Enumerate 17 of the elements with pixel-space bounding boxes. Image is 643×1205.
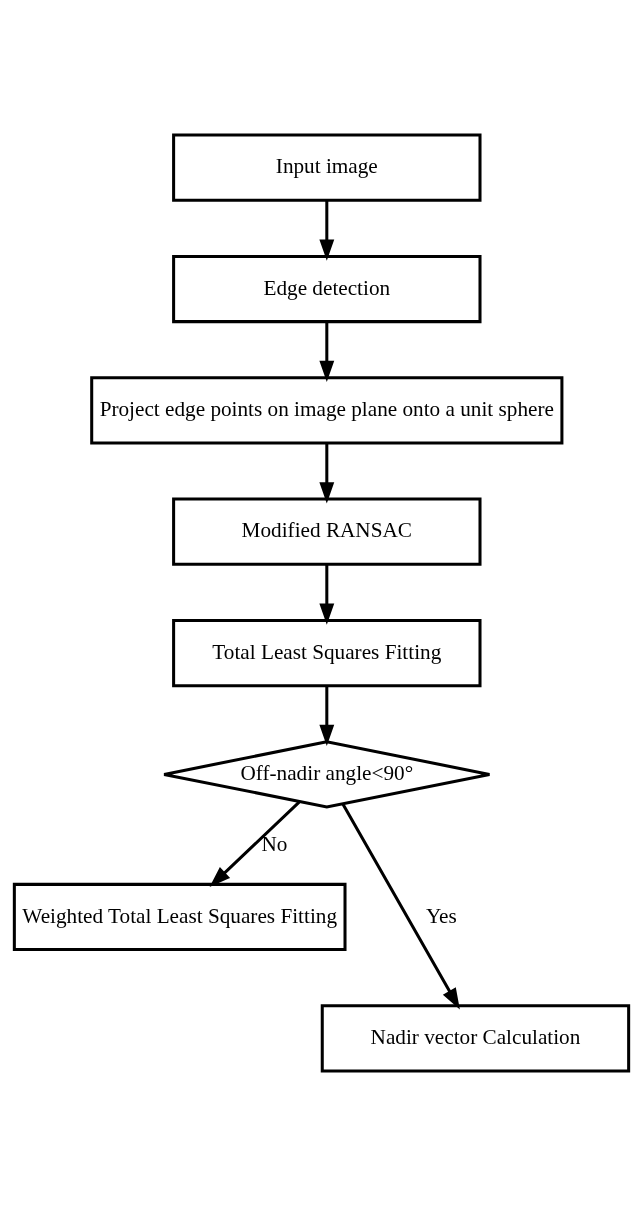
arrow: [319, 443, 335, 503]
edge-label: Yes: [425, 903, 457, 928]
node-box: Edge detection: [172, 254, 482, 323]
arrow: [319, 685, 335, 746]
node-diamond: Off-nadir angle<90°: [162, 739, 491, 809]
arrow: [319, 200, 335, 261]
node-box: Modified RANSAC: [172, 497, 482, 566]
arrow: [341, 802, 460, 1009]
node-box: Weighted Total Least Squares Fitting: [12, 882, 347, 951]
node-box: Input image: [172, 133, 482, 202]
arrow: [319, 321, 335, 382]
node-box: Total Least Squares Fitting: [172, 618, 482, 687]
node-box: Project edge points on image plane onto a unit sphere: [90, 375, 564, 444]
arrow: [209, 800, 301, 887]
edge-label: No: [261, 831, 288, 856]
node-box: Nadir vector Calculation: [320, 1003, 631, 1072]
arrow: [319, 564, 335, 625]
